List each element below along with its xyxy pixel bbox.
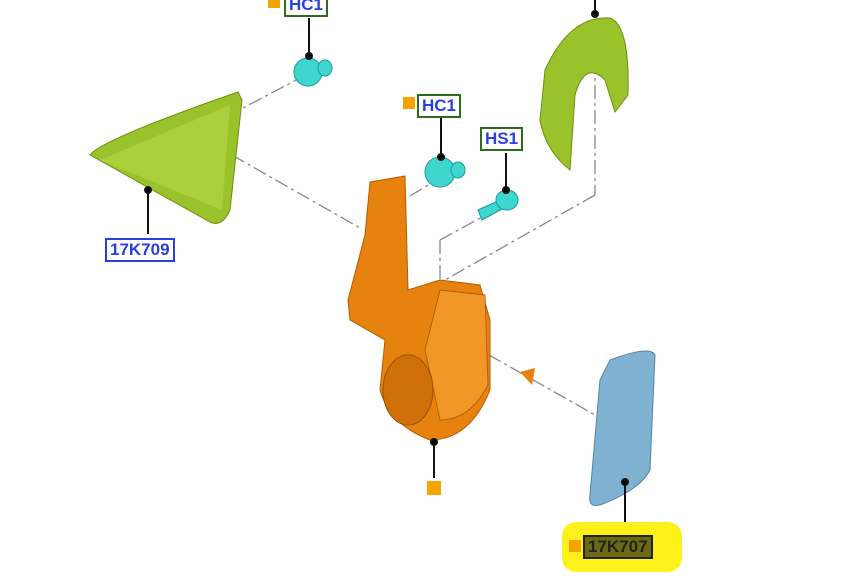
marker-icon (403, 97, 415, 109)
marker-icon (268, 0, 280, 8)
mirror-glass-part[interactable] (589, 350, 656, 506)
marker-icon (569, 540, 581, 552)
hc1-clip-top (293, 57, 333, 87)
callout-17k707[interactable]: 17K707 (583, 535, 653, 559)
callout-hc1-top[interactable]: HC1 (284, 0, 329, 17)
callout-hc1-mid[interactable]: HC1 (417, 94, 462, 118)
hc1-clip-mid (424, 156, 466, 188)
marker-icon (427, 481, 441, 495)
callout-leaders (144, 0, 629, 528)
mirror-cover-part[interactable] (539, 17, 629, 171)
callout-hs1[interactable]: HS1 (480, 127, 524, 151)
callout-17k709[interactable]: 17K709 (105, 238, 175, 262)
small-clip-part (520, 368, 535, 385)
hs1-screw (477, 189, 519, 221)
